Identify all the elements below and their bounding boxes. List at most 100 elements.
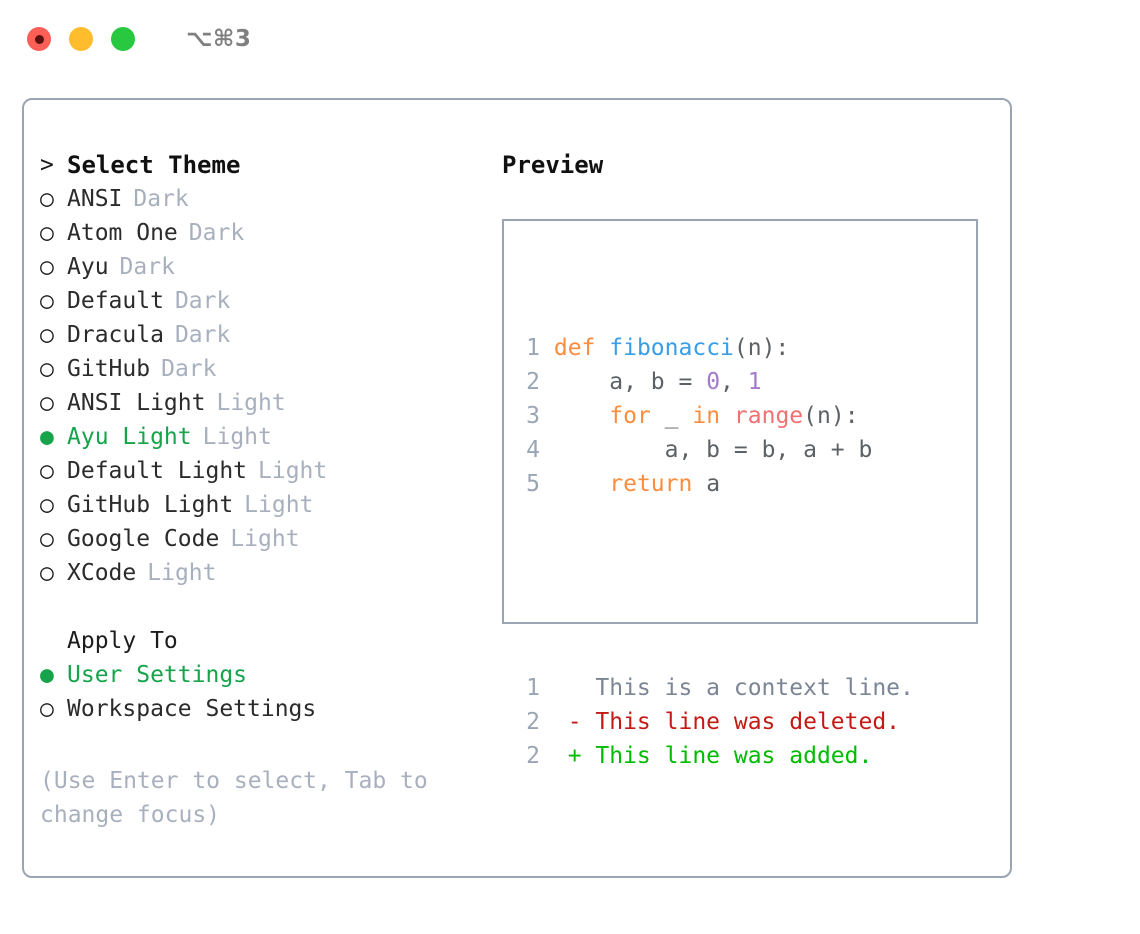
theme-variant-badge: Dark [174, 322, 231, 348]
theme-name-label: Default [67, 288, 164, 314]
diff-line: 1 This is a context line. [518, 671, 914, 705]
line-gutter-space [540, 335, 554, 361]
line-gutter-space [540, 437, 554, 463]
theme-variant-badge: Light [244, 492, 314, 518]
apply-to-item[interactable]: ○Workspace Settings [40, 692, 490, 726]
theme-name-label: XCode [67, 560, 137, 586]
theme-name-label: Dracula [67, 322, 164, 348]
code-token [554, 471, 609, 497]
theme-name-label: ANSI [67, 186, 123, 212]
radio-unselected-icon: ○ [40, 492, 54, 518]
code-token [595, 335, 609, 361]
radio-unselected-icon: ○ [40, 186, 54, 212]
apply-to-label: User Settings [67, 662, 248, 688]
theme-name-label: Ayu Light [67, 424, 192, 450]
theme-picker-header: > Select Theme [40, 148, 490, 182]
diff-line: 2 + This line was added. [518, 739, 914, 773]
theme-name-label: Ayu [67, 254, 109, 280]
code-token: def [553, 335, 596, 361]
theme-list-item[interactable]: ○ Default Dark [40, 284, 490, 318]
theme-list-item[interactable]: ○ GitHub Dark [40, 352, 490, 386]
theme-name-label: GitHub [67, 356, 151, 382]
theme-name-label: ANSI Light [67, 390, 206, 416]
line-number: 2 [526, 369, 540, 395]
code-line: 2 a, b = 0, 1 [518, 365, 914, 399]
list-spacer [40, 590, 490, 624]
theme-list-item[interactable]: ○ ANSI Light Light [40, 386, 490, 420]
code-token: 0 [706, 369, 721, 395]
keyboard-hint: (Use Enter to select, Tab to change focu… [40, 768, 428, 828]
radio-selected-icon: ● [40, 662, 54, 688]
theme-variant-badge: Light [258, 458, 328, 484]
apply-to-header-prefix: · [40, 624, 67, 658]
radio-unselected-icon: ○ [40, 356, 54, 382]
theme-list-item[interactable]: ○ Atom One Dark [40, 216, 490, 250]
line-number: 1 [526, 335, 540, 361]
diff-text: This is a context line. [581, 675, 914, 701]
code-token: a [692, 471, 721, 497]
line-number: 1 [526, 675, 540, 701]
radio-unselected-icon: ○ [40, 526, 54, 552]
radio-unselected-icon: ○ [40, 288, 54, 314]
theme-picker-title: Select Theme [67, 151, 241, 179]
theme-variant-badge: Dark [174, 288, 231, 314]
theme-name-label: Default Light [67, 458, 248, 484]
radio-unselected-icon: ○ [40, 220, 54, 246]
theme-variant-badge: Dark [188, 220, 245, 246]
code-token: for [609, 403, 651, 429]
theme-variant-badge: Light [202, 424, 272, 450]
preview-title: Preview [502, 151, 604, 179]
theme-list-item[interactable]: ● Ayu Light Light [40, 420, 490, 454]
diff-marker: + [540, 743, 582, 769]
apply-to-item[interactable]: ● User Settings [40, 658, 490, 692]
radio-unselected-icon: ○ [40, 254, 54, 280]
code-token: _ [650, 403, 693, 429]
diff-marker: - [540, 709, 582, 735]
code-diff-separator [518, 569, 914, 603]
theme-name-label: Google Code [67, 526, 220, 552]
code-token: , [720, 369, 748, 395]
window-titlebar: ⌥⌘3 [0, 0, 1140, 78]
code-line: 5 return a [518, 467, 914, 501]
apply-to-header: · Apply To [40, 624, 490, 658]
diff-line: 2 - This line was deleted. [518, 705, 914, 739]
theme-name-label: Atom One [67, 220, 178, 246]
radio-unselected-icon: ○ [40, 390, 54, 416]
theme-variant-badge: Light [147, 560, 217, 586]
code-token [554, 403, 609, 429]
radio-unselected-icon: ○ [40, 560, 54, 586]
diff-text: This line was deleted. [581, 709, 901, 735]
minimize-button[interactable] [69, 27, 93, 51]
code-token: 1 [747, 369, 762, 395]
diff-block: 1 This is a context line.2 - This line w… [518, 671, 914, 773]
code-token: return [609, 471, 693, 497]
radio-unselected-icon: ○ [40, 322, 54, 348]
code-line: 3 for _ in range(n): [518, 399, 914, 433]
radio-selected-icon: ● [40, 424, 54, 450]
apply-to-list: ● User Settings ○Workspace Settings [40, 658, 490, 726]
close-button[interactable] [27, 27, 51, 51]
apply-to-title: Apply To [67, 628, 178, 654]
theme-variant-badge: Dark [161, 356, 217, 382]
line-gutter-space [540, 369, 554, 395]
preview-pane: Preview 1 def fibonacci(n):2 a, b = 0, 1… [502, 148, 992, 769]
line-number: 5 [526, 471, 540, 497]
theme-list-item[interactable]: ○ Dracula Dark [40, 318, 490, 352]
maximize-button[interactable] [111, 27, 135, 51]
keyboard-shortcut-label: ⌥⌘3 [186, 26, 252, 52]
diff-marker [540, 675, 582, 701]
theme-variant-badge: Light [216, 390, 286, 416]
theme-list-item[interactable]: ○ XCode Light [40, 556, 490, 590]
line-number: 3 [526, 403, 540, 429]
